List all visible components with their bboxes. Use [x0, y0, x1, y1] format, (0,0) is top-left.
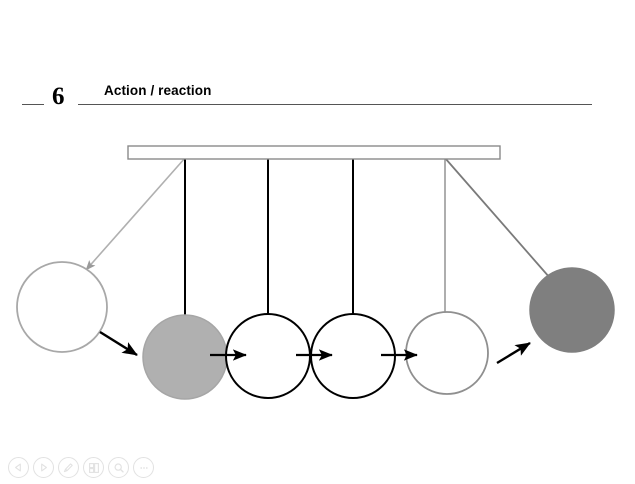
arrow-impact-incoming: [99, 330, 138, 357]
ellipsis-icon: [139, 466, 148, 469]
zoom-button[interactable]: [108, 457, 129, 478]
play-slideshow-button[interactable]: [33, 457, 54, 478]
support-bar: [127, 145, 501, 160]
previous-slide-button[interactable]: [8, 457, 29, 478]
slide-number: 6: [52, 83, 65, 110]
slide-header: 6 Action / reaction: [0, 38, 635, 110]
slide-grid-button[interactable]: [83, 457, 104, 478]
ball-6-right-raised: [529, 267, 615, 353]
cradle-balls: [16, 261, 615, 400]
ball-1-left-raised: [16, 261, 108, 353]
more-options-button[interactable]: [133, 457, 154, 478]
string-ball-1-swung: [85, 157, 186, 271]
triangle-left-icon: [15, 463, 21, 472]
force-arrows: [99, 330, 531, 365]
page-title: Action / reaction: [104, 83, 212, 98]
grid-icon: [88, 462, 99, 473]
pen-annotate-button[interactable]: [58, 457, 79, 478]
ball-2: [142, 314, 228, 400]
pen-icon: [63, 463, 73, 473]
ball-5: [405, 311, 489, 395]
slide-toolbar: [8, 457, 154, 478]
header-dash: [22, 104, 44, 105]
magnifier-icon: [113, 462, 124, 473]
arrow-reaction-outgoing: [496, 341, 531, 365]
newtons-cradle-diagram: [16, 145, 615, 400]
string-ball-6-swung: [444, 157, 551, 279]
cradle-strings: [85, 157, 551, 318]
header-rule: [78, 104, 592, 105]
triangle-right-icon: [41, 463, 47, 472]
